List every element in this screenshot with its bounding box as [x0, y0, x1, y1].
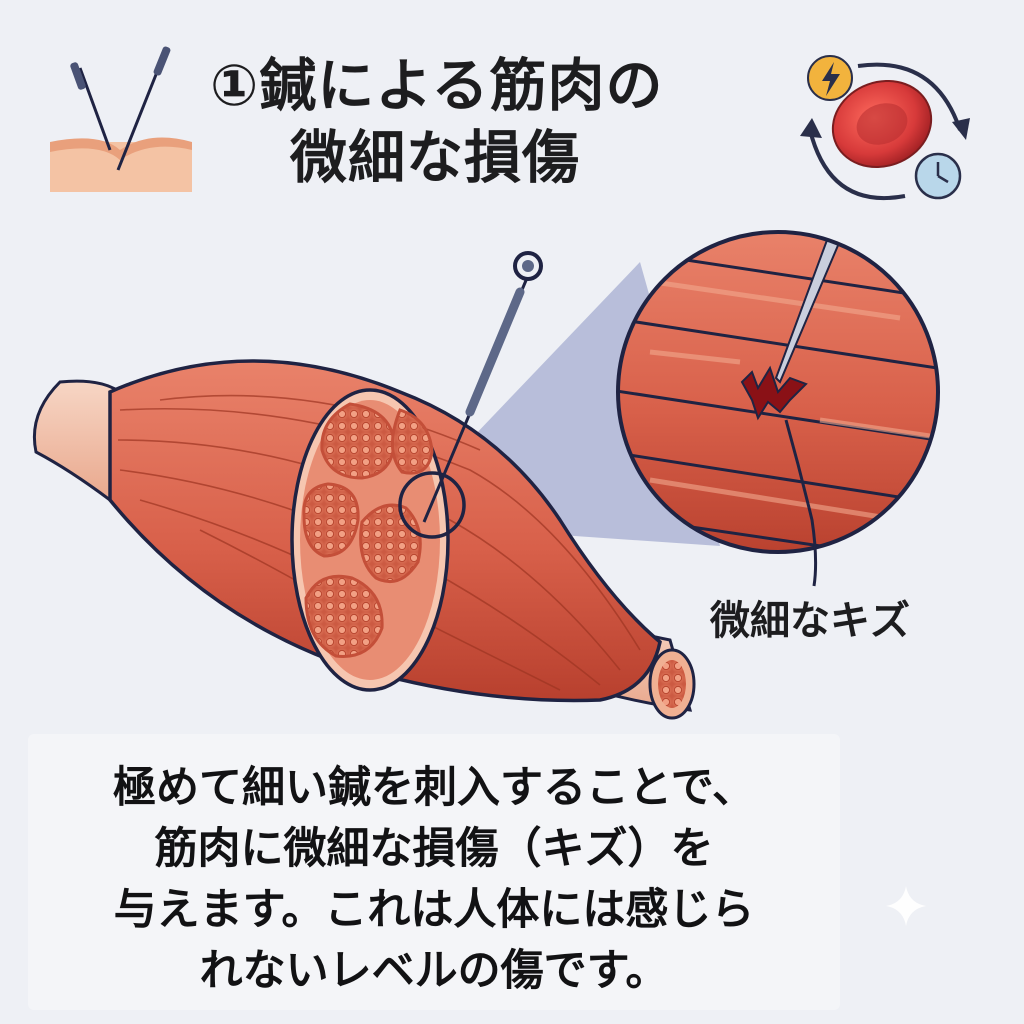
acupuncture-needle — [422, 251, 543, 523]
description-text: 極めて細い鍼を刺入することで、 筋肉に微細な損傷（キズ）を 与えます。これは人体… — [28, 758, 840, 1002]
micro-wound-label: 微細なキズ — [710, 598, 910, 644]
caption-line-3: 与えます。これは人体には感じら — [113, 885, 755, 935]
caption-line-4: れないレベルの傷です。 — [199, 946, 669, 996]
muscle-illustration — [32, 359, 696, 720]
callout-pointer-line — [784, 419, 818, 587]
sparkle-icon — [886, 886, 926, 926]
acupuncture-needles-skin-icon — [50, 46, 192, 192]
clock-icon — [914, 152, 962, 200]
page-title: ①鍼による筋肉の 微細な損傷 — [210, 50, 770, 194]
title-line-1: ①鍼による筋肉の — [210, 53, 664, 119]
zoom-detail — [616, 230, 940, 554]
injection-site-marker — [398, 471, 466, 539]
caption-line-2: 筋肉に微細な損傷（キズ）を — [154, 824, 714, 874]
lightning-icon — [807, 55, 853, 101]
title-line-2: 微細な損傷 — [290, 125, 580, 191]
caption-line-1: 極めて細い鍼を刺入することで、 — [113, 763, 755, 813]
blood-cell-cycle-icon — [800, 62, 970, 201]
caption-card — [28, 734, 840, 1010]
